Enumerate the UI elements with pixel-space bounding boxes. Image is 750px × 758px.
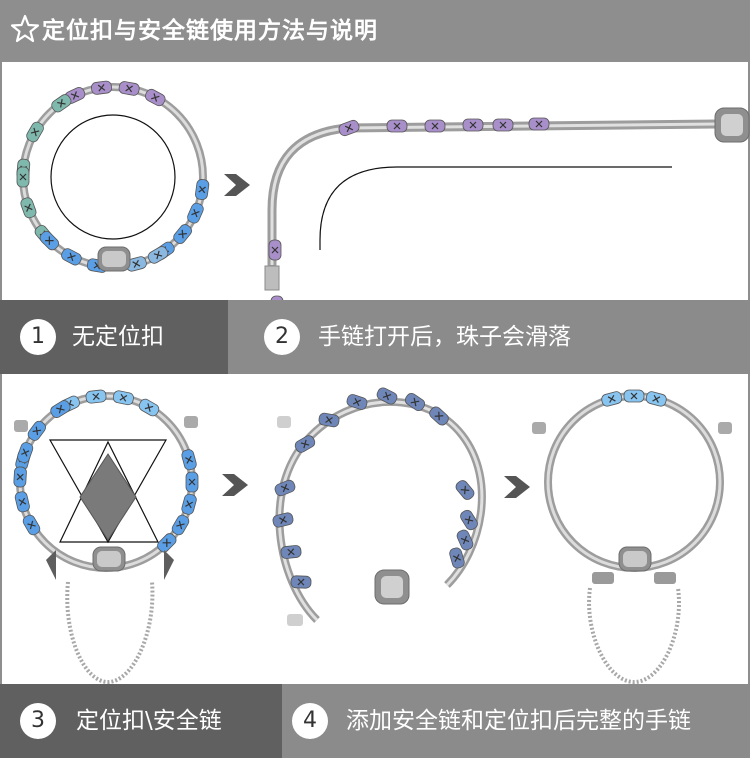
step-4-label: 添加安全链和定位扣后完整的手链 <box>346 708 691 734</box>
bead-icon <box>181 449 197 471</box>
bead-icon <box>118 81 140 96</box>
bead-icon <box>91 80 112 95</box>
bead-icon <box>61 248 82 266</box>
step-2-label: 手链打开后，珠子会滑落 <box>318 324 571 350</box>
bead-icon <box>528 117 550 131</box>
bead-icon <box>290 575 312 589</box>
bead-icon <box>39 230 60 251</box>
bead-icon <box>274 479 296 497</box>
step-2-panel <box>228 300 750 374</box>
step-1-number: 1 <box>20 319 56 355</box>
bracelet-open-illustration <box>264 107 750 317</box>
bead-icon <box>455 480 475 500</box>
bead-icon <box>195 179 210 201</box>
bead-icon <box>623 389 645 403</box>
step-2-number: 2 <box>264 319 300 355</box>
bead-icon <box>185 471 199 493</box>
bead-icon <box>14 491 30 513</box>
bead-icon <box>404 392 426 412</box>
bead-icon <box>138 398 160 417</box>
step-bar-top: 1 无定位扣 2 手链打开后，珠子会滑落 <box>0 300 750 374</box>
bead-icon <box>17 442 34 464</box>
bead-icon <box>601 391 623 407</box>
step-bar-bottom: 3 定位扣\安全链 4 添加安全链和定位扣后完整的手链 <box>0 684 750 758</box>
bead-icon <box>173 224 192 244</box>
page-title: 定位扣与安全链使用方法与说明 <box>42 18 378 44</box>
bead-icon <box>429 406 449 426</box>
step-4-number: 4 <box>292 703 328 739</box>
bead-icon <box>460 509 478 531</box>
bead-icon <box>50 400 71 418</box>
bead-icon <box>181 493 197 515</box>
bracelet-no-clip-illustration <box>16 80 210 273</box>
bead-icon <box>13 466 27 488</box>
bead-icon <box>424 119 446 133</box>
bead-icon <box>20 197 37 219</box>
bead-icon <box>449 547 465 569</box>
bead-icon <box>645 391 667 407</box>
bracelet-with-clips-illustration <box>13 389 199 685</box>
illustration-panel-top <box>0 62 750 317</box>
arrow-right-icon <box>222 474 248 496</box>
bead-icon <box>85 389 107 404</box>
bead-icon <box>272 512 294 528</box>
bead-icon <box>147 246 169 264</box>
bead-icon <box>26 121 44 143</box>
bead-icon <box>318 412 340 428</box>
step-4-panel <box>282 684 750 758</box>
bead-icon <box>492 118 514 132</box>
step-3-number: 3 <box>20 703 56 739</box>
bead-icon <box>27 420 47 441</box>
bead-icon <box>280 545 302 559</box>
bead-icon <box>157 533 177 553</box>
bead-icon <box>187 202 204 224</box>
bead-icon <box>386 119 408 133</box>
arrow-right-icon <box>504 476 530 498</box>
bead-icon <box>456 529 474 551</box>
bead-icon <box>268 239 282 261</box>
bracelet-open-with-clips-illustration <box>272 387 486 626</box>
bracelet-complete-illustration <box>532 389 732 685</box>
illustration-panel-bottom <box>0 374 750 685</box>
bead-icon <box>376 387 398 405</box>
bead-icon <box>112 390 134 406</box>
title-bar: 定位扣与安全链使用方法与说明 <box>0 0 750 62</box>
bead-icon <box>171 514 190 536</box>
bead-icon <box>16 166 30 188</box>
bead-icon <box>51 94 72 113</box>
bead-icon <box>346 394 368 410</box>
bead-icon <box>294 435 316 453</box>
bead-icon <box>125 256 147 272</box>
arrow-right-icon <box>224 174 250 196</box>
bead-icon <box>144 88 166 107</box>
step-3-label: 定位扣\安全链 <box>76 708 222 734</box>
bead-icon <box>338 119 360 137</box>
step-1-label: 无定位扣 <box>72 324 164 350</box>
bead-icon <box>462 118 484 132</box>
bead-icon <box>22 514 41 536</box>
star-outline-icon <box>10 14 40 43</box>
